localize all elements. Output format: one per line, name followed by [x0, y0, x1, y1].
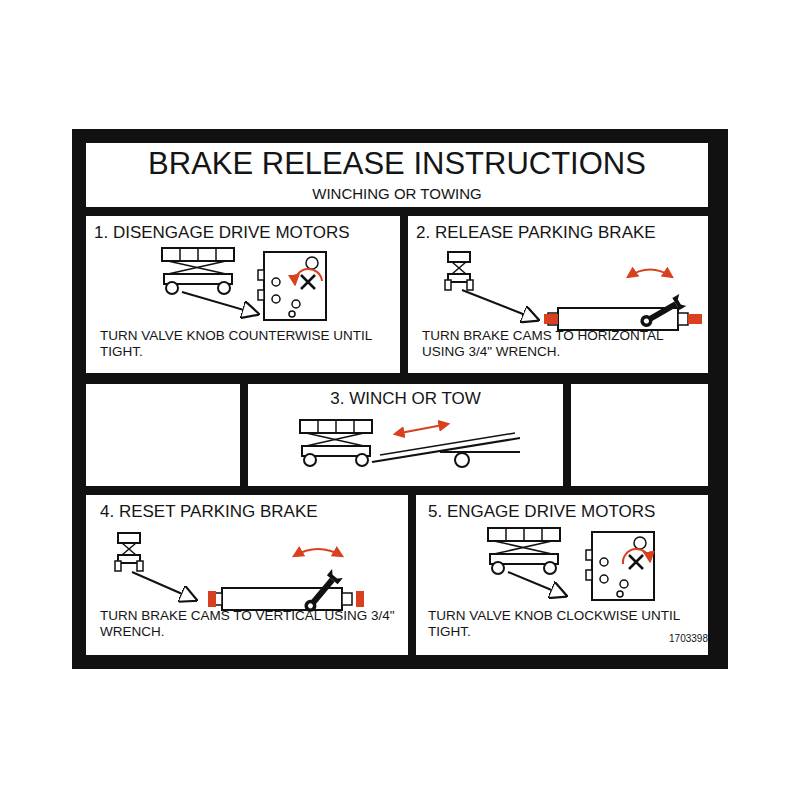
- step-heading: 4. RESET PARKING BRAKE: [100, 502, 400, 522]
- step-heading: 5. ENGAGE DRIVE MOTORS: [428, 502, 704, 522]
- instruction-panel: 5. ENGAGE DRIVE MOTORS TURN VALVE KNOB CL…: [416, 495, 708, 655]
- panel-ground: [248, 384, 563, 486]
- step-instruction: TURN BRAKE CAMS TO VERTICAL USING 3/4" W…: [100, 608, 400, 639]
- step-heading: 2. RELEASE PARKING BRAKE: [416, 223, 704, 243]
- title-text: BRAKE RELEASE INSTRUCTIONS: [86, 146, 708, 182]
- title-panel: BRAKE RELEASE INSTRUCTIONS WINCHING OR TO…: [86, 143, 708, 207]
- panel-ground: [416, 495, 708, 655]
- reset-brake-illustration: [115, 533, 364, 615]
- winch-tow-illustration: [300, 420, 520, 467]
- step-instruction: TURN VALVE KNOB CLOCKWISE UNTIL TIGHT.: [428, 608, 698, 639]
- empty-panel: [571, 384, 708, 486]
- instruction-panel: 1. DISENGAGE DRIVE MOTORS TURN VALVE KNOB…: [86, 216, 400, 373]
- panel-ground: [86, 143, 708, 207]
- step-heading: 3. WINCH OR TOW: [248, 389, 563, 409]
- part-number: 1703398: [669, 633, 708, 644]
- step-heading: 1. DISENGAGE DRIVE MOTORS: [94, 223, 396, 243]
- instruction-panel: 3. WINCH OR TOW: [248, 384, 563, 486]
- engage-illustration: [488, 528, 654, 600]
- empty-panel: [86, 384, 240, 486]
- panel-ground: [408, 216, 708, 373]
- disengage-illustration: [162, 248, 326, 320]
- panel-ground: [86, 216, 400, 373]
- step-instruction: TURN BRAKE CAMS TO HORIZONTAL USING 3/4"…: [422, 328, 702, 359]
- release-brake-illustration: [445, 252, 702, 330]
- decal-frame: [72, 129, 728, 669]
- instruction-panel: 4. RESET PARKING BRAKE TURN BRAKE CAMS TO…: [86, 495, 408, 655]
- step-instruction: TURN VALVE KNOB COUNTERWISE UNTIL TIGHT.: [100, 328, 392, 359]
- panel-ground: [86, 495, 408, 655]
- subtitle-text: WINCHING OR TOWING: [86, 185, 708, 202]
- instruction-panel: 2. RELEASE PARKING BRAKE TURN BRAKE CAMS …: [408, 216, 708, 373]
